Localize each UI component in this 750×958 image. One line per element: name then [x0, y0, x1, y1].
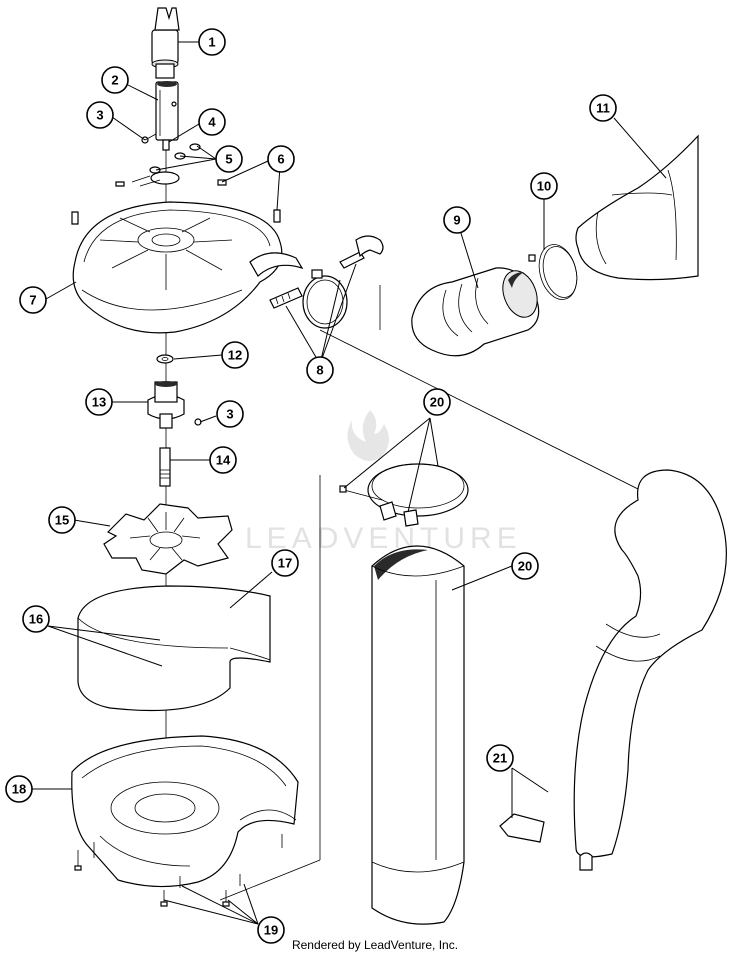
part-large-hose — [575, 134, 699, 281]
callout-11: 11 — [589, 94, 617, 122]
callout-8: 8 — [306, 356, 334, 384]
part-liner-sheet — [77, 585, 271, 712]
svg-text:5: 5 — [225, 152, 232, 167]
part-hose-clamp — [528, 244, 578, 300]
part-tube-clamp-ring — [339, 463, 469, 527]
leader-lines — [32, 41, 667, 925]
callout-21: 21 — [486, 744, 514, 772]
part-elbow-tube — [411, 267, 540, 357]
part-bolts — [71, 179, 281, 225]
callout-4: 4 — [198, 108, 226, 136]
part-washer — [156, 354, 174, 364]
callout-13: 13 — [85, 388, 113, 416]
callout-2: 2 — [101, 66, 129, 94]
callout-18: 18 — [5, 775, 33, 803]
callout-10: 10 — [530, 172, 558, 200]
svg-text:13: 13 — [92, 395, 106, 410]
svg-text:1: 1 — [208, 35, 215, 50]
watermark: LEADVENTURE — [245, 410, 522, 555]
callout-1: 1 — [198, 28, 226, 56]
callout-7: 7 — [19, 286, 47, 314]
svg-text:3: 3 — [226, 407, 233, 422]
callout-3b: 3 — [216, 400, 244, 428]
svg-text:20: 20 — [430, 395, 444, 410]
part-blower-top-housing — [72, 201, 304, 334]
svg-text:3: 3 — [96, 108, 103, 123]
callout-3: 3 — [86, 101, 114, 129]
svg-text:10: 10 — [537, 179, 551, 194]
part-screw — [141, 133, 157, 144]
svg-text:7: 7 — [29, 293, 36, 308]
part-hub — [147, 381, 202, 429]
part-clamp-latch — [269, 235, 384, 329]
callout-20-tube: 20 — [511, 552, 539, 580]
footer-credit: Rendered by LeadVenture, Inc. — [291, 938, 459, 952]
part-stud — [162, 139, 170, 151]
callout-19: 19 — [257, 916, 285, 944]
part-lower-housing — [71, 735, 299, 888]
svg-text:LEADVENTURE: LEADVENTURE — [245, 522, 522, 555]
svg-text:16: 16 — [29, 612, 43, 627]
callout-17: 17 — [271, 549, 299, 577]
svg-text:2: 2 — [111, 73, 118, 88]
callout-20-clamp: 20 — [423, 388, 451, 416]
svg-text:14: 14 — [216, 453, 231, 468]
callout-15: 15 — [48, 506, 76, 534]
svg-text:15: 15 — [55, 513, 69, 528]
part-nuts-washers — [131, 143, 201, 187]
svg-text:6: 6 — [277, 152, 284, 167]
part-handle-grip — [151, 7, 180, 79]
callout-12: 12 — [221, 341, 249, 369]
svg-text:12: 12 — [228, 348, 242, 363]
part-impeller — [103, 503, 233, 575]
svg-text:4: 4 — [208, 115, 216, 130]
svg-text:19: 19 — [264, 923, 278, 938]
svg-text:18: 18 — [12, 782, 26, 797]
callout-9: 9 — [443, 206, 471, 234]
callout-6: 6 — [267, 145, 295, 173]
part-shaft-tube — [155, 81, 179, 141]
svg-text:17: 17 — [278, 556, 292, 571]
svg-text:11: 11 — [596, 101, 610, 116]
callout-16: 16 — [22, 605, 50, 633]
callout-14: 14 — [209, 446, 237, 474]
part-chute-tube — [371, 545, 465, 925]
svg-text:9: 9 — [453, 213, 460, 228]
part-spindle — [159, 447, 171, 487]
part-deflector-spout — [499, 469, 727, 871]
svg-text:20: 20 — [518, 559, 532, 574]
callout-5: 5 — [215, 145, 243, 173]
part-housing-screws — [74, 834, 283, 907]
svg-text:8: 8 — [316, 363, 323, 378]
svg-text:21: 21 — [493, 751, 507, 766]
